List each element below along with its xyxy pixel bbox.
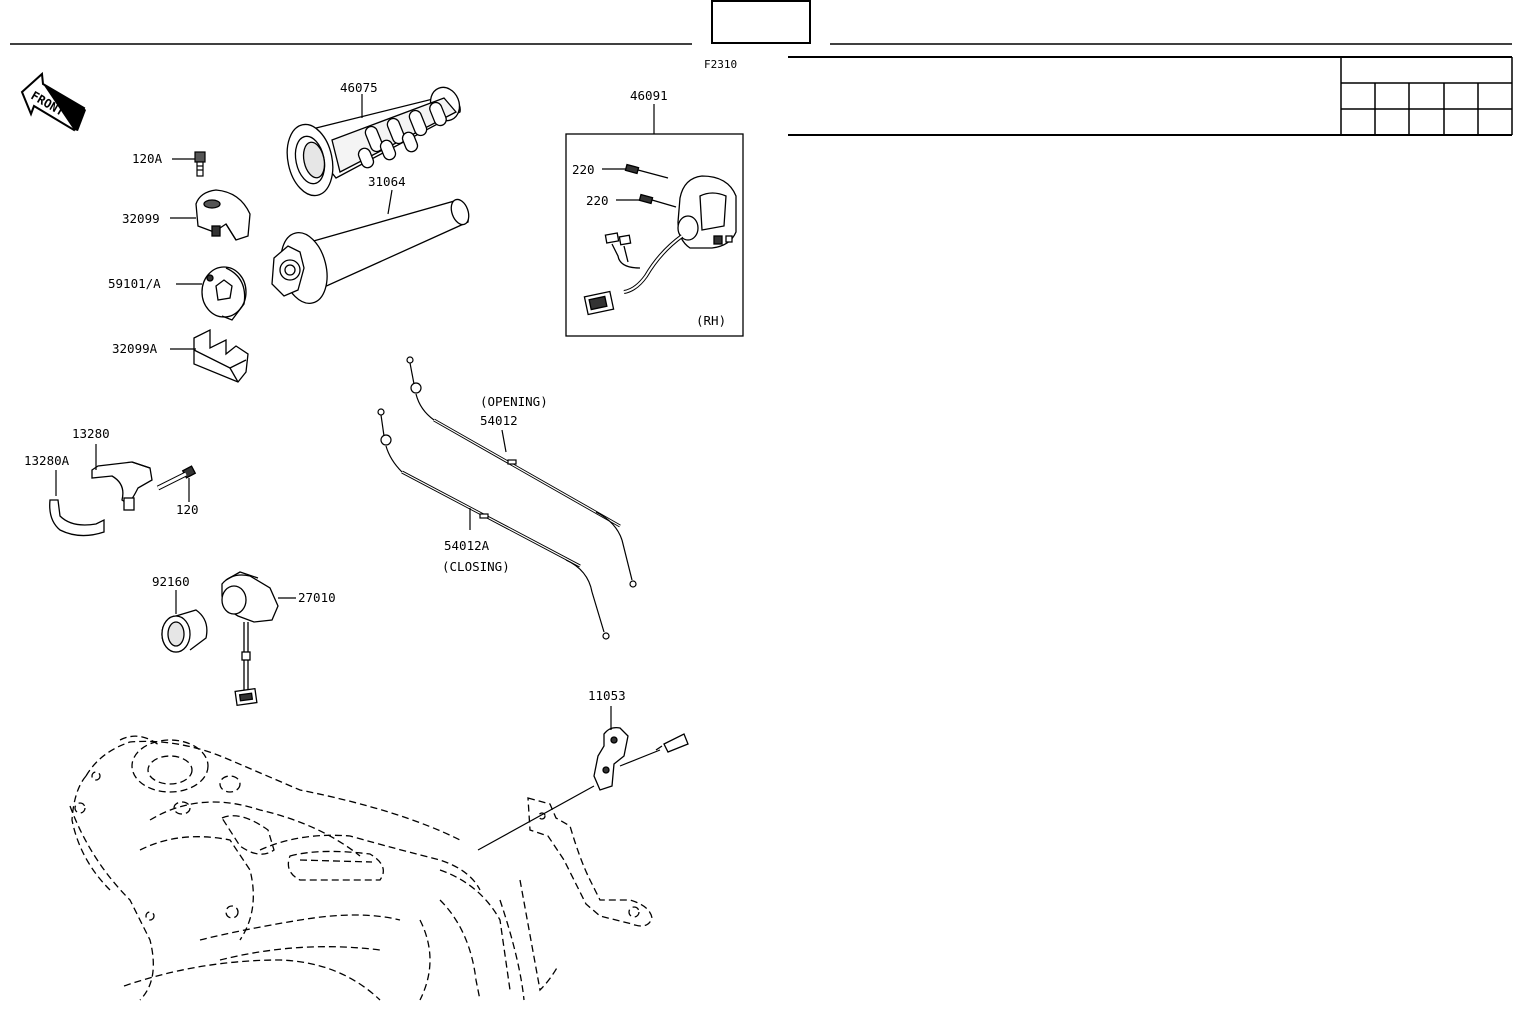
callout-120a[interactable]: 120A xyxy=(132,151,163,166)
throttle-cable-opening xyxy=(406,356,637,588)
bolt-120a xyxy=(194,151,206,177)
callout-11053[interactable]: 11053 xyxy=(588,688,626,703)
handlebar-switch-rh xyxy=(583,163,737,316)
callout-13280[interactable]: 13280 xyxy=(72,426,110,441)
opening-label: (OPENING) xyxy=(480,394,548,409)
page-number-box xyxy=(711,0,811,44)
callout-labels: 46075 31064 120A 32099 59101/A 32099A 46… xyxy=(24,80,668,703)
handlebar-clamp xyxy=(49,461,197,537)
throttle-cable-closing xyxy=(377,408,610,640)
figure-code: F2310 xyxy=(704,58,737,71)
throttle-housing-upper xyxy=(195,189,251,241)
frame-solid-lines xyxy=(477,749,661,851)
callout-32099[interactable]: 32099 xyxy=(122,211,160,226)
throttle-tube xyxy=(271,198,470,304)
leader-lines xyxy=(55,94,655,730)
callout-13280a[interactable]: 13280A xyxy=(24,453,70,468)
header: F2310 xyxy=(10,0,1512,71)
parts-table xyxy=(788,56,1513,136)
collar-92160 xyxy=(161,609,208,653)
rh-label: (RH) xyxy=(696,313,726,328)
callout-54012a[interactable]: 54012A xyxy=(444,538,490,553)
frame-outline xyxy=(69,735,653,1001)
cable-bracket-11053 xyxy=(593,726,689,791)
callout-220-upper[interactable]: 220 xyxy=(572,162,595,177)
front-arrow-icon: FRONT xyxy=(20,71,86,132)
callout-220-lower[interactable]: 220 xyxy=(586,193,609,208)
callout-46075[interactable]: 46075 xyxy=(340,80,378,95)
throttle-pulley xyxy=(201,266,247,321)
callout-92160[interactable]: 92160 xyxy=(152,574,190,589)
throttle-housing-lower xyxy=(193,328,249,383)
throttle-grip-rubber xyxy=(286,86,461,197)
callout-59101a[interactable]: 59101/A xyxy=(108,276,161,291)
callout-46091[interactable]: 46091 xyxy=(630,88,668,103)
bolt-120 xyxy=(156,465,197,491)
callout-120[interactable]: 120 xyxy=(176,502,199,517)
callout-54012[interactable]: 54012 xyxy=(480,413,518,428)
callout-31064[interactable]: 31064 xyxy=(368,174,406,189)
closing-label: (CLOSING) xyxy=(442,559,510,574)
switch-27010 xyxy=(221,571,279,707)
callout-32099a[interactable]: 32099A xyxy=(112,341,158,356)
callout-27010[interactable]: 27010 xyxy=(298,590,336,605)
